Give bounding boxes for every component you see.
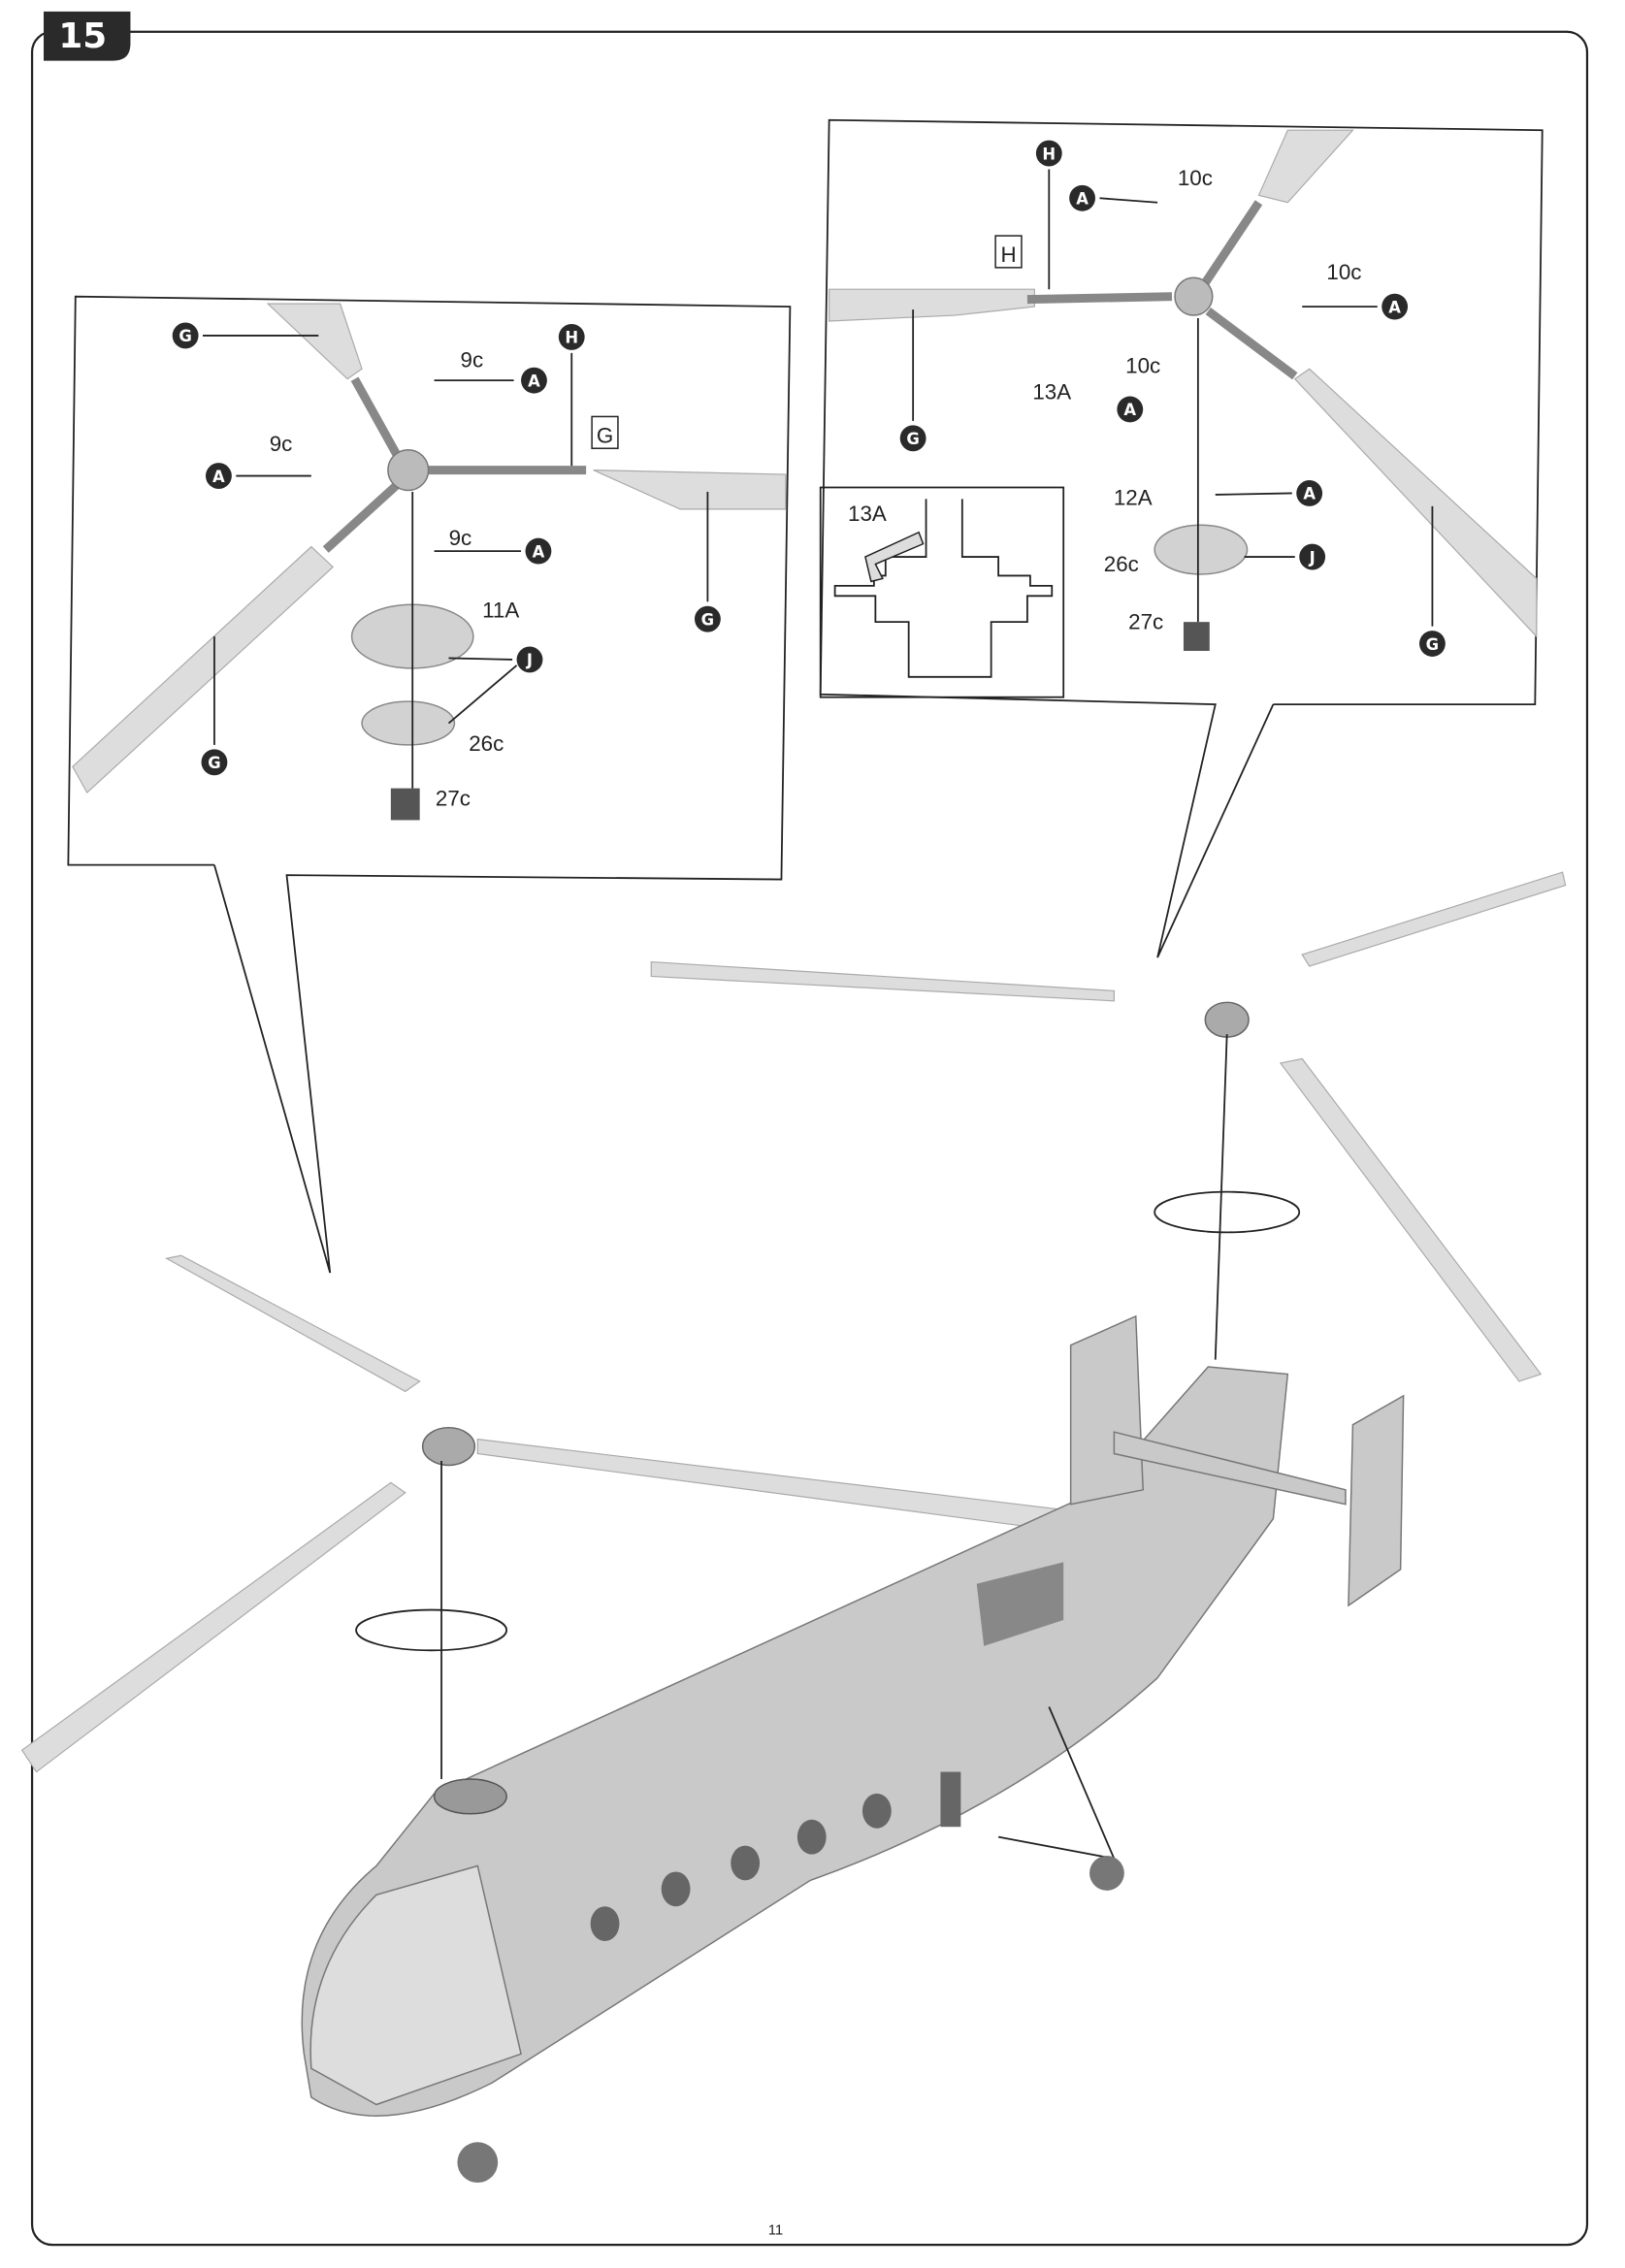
callout-circle-icon: [521, 367, 547, 394]
sprue-label: A: [212, 468, 225, 486]
boxed-sprue-label: H: [1000, 243, 1016, 267]
callout-circle-icon: [205, 463, 232, 489]
sprue-label: A: [1123, 401, 1136, 419]
sprue-label: G: [906, 430, 919, 448]
sprue-label: G: [208, 754, 220, 772]
helicopter-illustration: [20, 871, 1567, 2184]
part-number-label: 10c: [1125, 354, 1160, 378]
part-number-label: 9c: [449, 526, 472, 550]
callout-circle-icon: [1299, 543, 1326, 570]
part-number-label: 12A: [1114, 485, 1153, 509]
sprue-label: A: [1388, 298, 1401, 316]
sprue-label: G: [179, 327, 191, 345]
sprue-label: G: [1426, 635, 1439, 654]
part-number-label: 9c: [461, 348, 484, 373]
callout-circle-icon: [1035, 140, 1062, 167]
callout-circle-icon: [525, 537, 552, 565]
sprue-label: H: [1042, 145, 1056, 163]
callout-circle-icon: [516, 646, 543, 673]
callout-circle-icon: [172, 322, 199, 349]
sprue-label: J: [1309, 548, 1316, 567]
sprue-label: A: [533, 542, 545, 561]
sprue-label: A: [1303, 485, 1316, 503]
part-number-label: 13A: [1032, 380, 1071, 405]
callout-circle-icon: [558, 324, 585, 350]
inset-diagram: 13A: [819, 486, 1065, 698]
part-number-label: 10c: [1326, 260, 1361, 284]
boxed-label-frame: [994, 235, 1023, 269]
callout-circle-icon: [1117, 396, 1144, 423]
step-number: 15: [58, 16, 107, 56]
callout-circle-icon: [1381, 293, 1409, 320]
callout-circle-icon: [201, 749, 228, 776]
part-number-label: 27c: [436, 787, 471, 811]
sprue-label: J: [526, 651, 533, 669]
part-number-label: 26c: [1104, 552, 1139, 576]
part-number-label: 10c: [1178, 166, 1213, 190]
page-number: 11: [768, 2223, 783, 2239]
sprue-label: G: [701, 610, 714, 629]
part-number-label: 27c: [1128, 610, 1163, 634]
sprue-label: A: [1076, 190, 1089, 209]
callout-circle-icon: [1069, 184, 1096, 211]
inset-part-label: 13A: [848, 502, 887, 526]
step-badge: 15: [43, 11, 131, 61]
callout-circle-icon: [1419, 631, 1446, 657]
part-number-label: 11A: [482, 599, 519, 623]
part-number-label: 9c: [270, 432, 293, 456]
sprue-label: A: [528, 372, 540, 390]
part-number-label: 26c: [469, 731, 504, 756]
boxed-label-frame: [591, 415, 619, 449]
page-frame: [30, 30, 1589, 2247]
callout-circle-icon: [1296, 480, 1323, 506]
sprue-label: H: [565, 329, 578, 347]
callout-circle-icon: [694, 605, 721, 632]
callout-circle-icon: [899, 425, 926, 452]
boxed-sprue-label: G: [597, 423, 613, 447]
